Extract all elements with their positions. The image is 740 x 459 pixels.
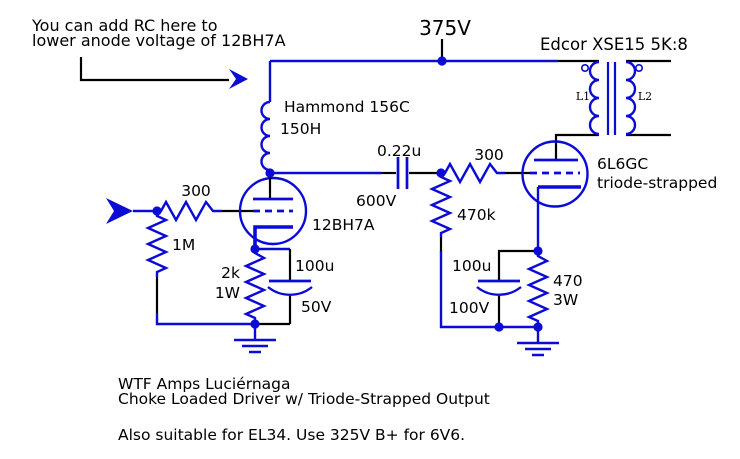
driver-tube-label: 12BH7A <box>312 216 375 234</box>
driver-ground-rail <box>155 313 255 326</box>
junction-input <box>152 206 162 216</box>
bypass-cap-driver-curve <box>267 286 313 296</box>
output-tube-mode-label: triode-strapped <box>597 174 717 192</box>
ground-symbol-output <box>517 327 559 357</box>
bypass-driver-volt-label: 50V <box>301 298 332 316</box>
annotation-arrowhead-icon <box>229 69 248 89</box>
grid-leak-output-label: 470k <box>457 206 496 224</box>
tube-envelope-output <box>521 140 589 208</box>
grid-leak-driver-label: 1M <box>172 236 195 254</box>
transformer-primary-label: L1 <box>576 90 590 103</box>
driver-cathode <box>253 225 293 249</box>
choke-value-label: 150H <box>280 120 321 138</box>
transformer-secondary-label: L2 <box>638 90 652 103</box>
cathode-driver-value-label: 2k <box>221 264 240 282</box>
bypass-driver-value-label: 100u <box>295 257 334 275</box>
choke-name-label: Hammond 156C <box>284 98 410 116</box>
note-line1: You can add RC here to <box>31 16 217 35</box>
coupling-cap-value-label: 0.22u <box>377 142 421 160</box>
junction-driver-cathode <box>250 244 260 254</box>
resistor-grid-stopper-driver <box>157 199 222 223</box>
bypass-cap-output-top-lead <box>497 249 538 281</box>
caption-line2: Choke Loaded Driver w/ Triode-Strapped O… <box>118 390 490 408</box>
caption-line3: Also suitable for EL34. Use 325V B+ for … <box>118 426 465 444</box>
note-line2: lower anode voltage of 12BH7A <box>32 31 286 50</box>
transformer-label: Edcor XSE15 5K:8 <box>540 35 688 54</box>
xfmr-phase-dot-primary <box>580 64 589 73</box>
xfmr-core <box>606 62 617 135</box>
junction-driver-anode <box>265 168 275 178</box>
b-plus-voltage-label: 375V <box>419 16 471 40</box>
resistor-cathode-driver <box>243 249 267 324</box>
xfmr-phase-dot-secondary <box>634 64 643 73</box>
resistor-grid-stopper-output <box>441 161 505 185</box>
resistor-grid-leak-output <box>429 173 453 237</box>
bypass-output-volt-label: 100V <box>449 299 490 317</box>
choke-inductor <box>260 100 272 173</box>
output-tube-label: 6L6GC <box>597 155 648 173</box>
coupling-cap-volt-label: 600V <box>356 192 397 210</box>
junction-output-ground <box>533 322 543 332</box>
tube-envelope-driver <box>238 176 308 246</box>
junction-b-plus <box>437 56 447 66</box>
cathode-output-watt-label: 3W <box>553 291 578 309</box>
xfmr-primary-winding <box>588 60 600 136</box>
junction-output-grid <box>436 168 446 178</box>
input-arrow-icon <box>106 198 133 224</box>
annotation-arrow-line <box>79 57 229 82</box>
junction-output-cathode <box>533 246 543 256</box>
resistor-cathode-output <box>526 251 550 327</box>
coupling-cap <box>396 157 409 189</box>
caption-line1: WTF Amps Luciérnaga <box>118 375 291 393</box>
ground-symbol-driver <box>234 324 276 354</box>
cathode-output-value-label: 470 <box>553 272 583 290</box>
output-ground-rail <box>439 251 538 329</box>
xfmr-secondary-winding <box>625 60 637 136</box>
junction-output-cap-ground <box>494 322 504 332</box>
resistor-grid-leak-driver <box>145 211 169 277</box>
grid-stopper-output-label: 300 <box>474 146 504 164</box>
junction-driver-ground <box>250 319 260 329</box>
grid-stopper-driver-label: 300 <box>181 182 211 200</box>
bypass-output-value-label: 100u <box>452 257 491 275</box>
xfmr-primary-bottom-lead <box>554 133 599 160</box>
cathode-driver-watt-label: 1W <box>215 284 240 302</box>
bypass-cap-output-curve <box>476 286 522 296</box>
